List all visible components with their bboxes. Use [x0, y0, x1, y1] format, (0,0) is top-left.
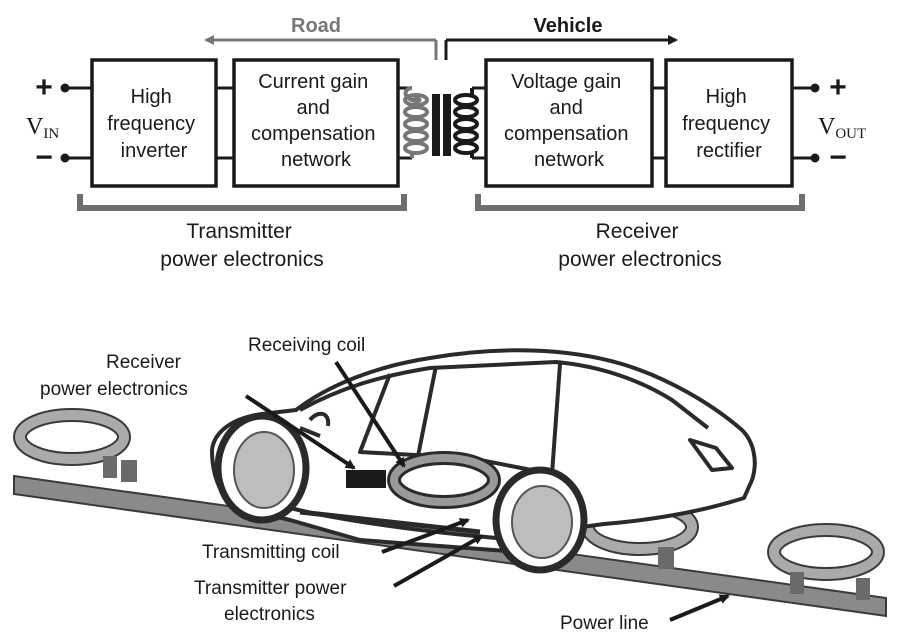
road-arrow — [204, 35, 438, 60]
rectifier-block-label: High frequency rectifier — [682, 86, 775, 162]
inverter-block — [90, 58, 218, 188]
receiving-coil-label: Receiving coil — [248, 335, 365, 356]
receiver-bracket — [475, 194, 805, 211]
rectifier-block — [664, 58, 794, 188]
vout-minus-sign: − — [829, 141, 847, 174]
inverter-block-label: High frequency inverter — [107, 86, 200, 162]
road-coil-left — [13, 408, 137, 482]
voltage-gain-block-label: Voltage gain and compensation network — [504, 71, 634, 171]
vehicle-label: Vehicle — [534, 15, 603, 37]
receiver-group-label: Receiver power electronics — [558, 220, 721, 271]
receiver-pe-label: Receiver power electronics — [40, 352, 188, 400]
vout-plus-sign: + — [829, 71, 847, 104]
transmitter-group-label: Transmitter power electronics — [160, 220, 323, 271]
transmitting-coil-label: Transmitting coil — [202, 542, 340, 563]
front-wheel — [492, 466, 588, 574]
vin-plus-sign: + — [35, 71, 53, 104]
vehicle-arrow — [444, 35, 678, 60]
vout-plus-terminal — [810, 83, 820, 93]
transmitter-coil-symbol — [403, 86, 429, 158]
vin-minus-sign: − — [35, 141, 53, 174]
voltage-gain-block — [484, 58, 654, 188]
power-line-label: Power line — [560, 613, 649, 634]
current-gain-block-label: Current gain and compensation network — [251, 71, 381, 171]
roadway-illustration: Receiver power electronics Receiving coi… — [13, 335, 887, 634]
transmitter-pe-label: Transmitter power electronics — [194, 578, 352, 625]
road-label: Road — [291, 15, 341, 37]
block-diagram: Road Vehicle + − + − — [26, 15, 866, 271]
receiving-coil — [387, 451, 501, 509]
rear-wheel — [214, 412, 310, 524]
receiver-coil-symbol — [453, 88, 479, 158]
vin-plus-terminal — [60, 83, 70, 93]
transformer-core-left — [432, 94, 440, 156]
transformer-core-right — [443, 94, 451, 156]
vout-minus-terminal — [810, 153, 820, 163]
transmitter-bracket — [77, 194, 407, 211]
vin-label: VIN — [26, 114, 59, 142]
road-coil-right — [767, 523, 885, 600]
vin-minus-terminal — [60, 153, 70, 163]
callout-arrows — [244, 360, 730, 622]
receiver-electronics-box — [346, 470, 386, 488]
current-gain-block — [232, 58, 400, 188]
vout-label: VOUT — [818, 114, 866, 142]
